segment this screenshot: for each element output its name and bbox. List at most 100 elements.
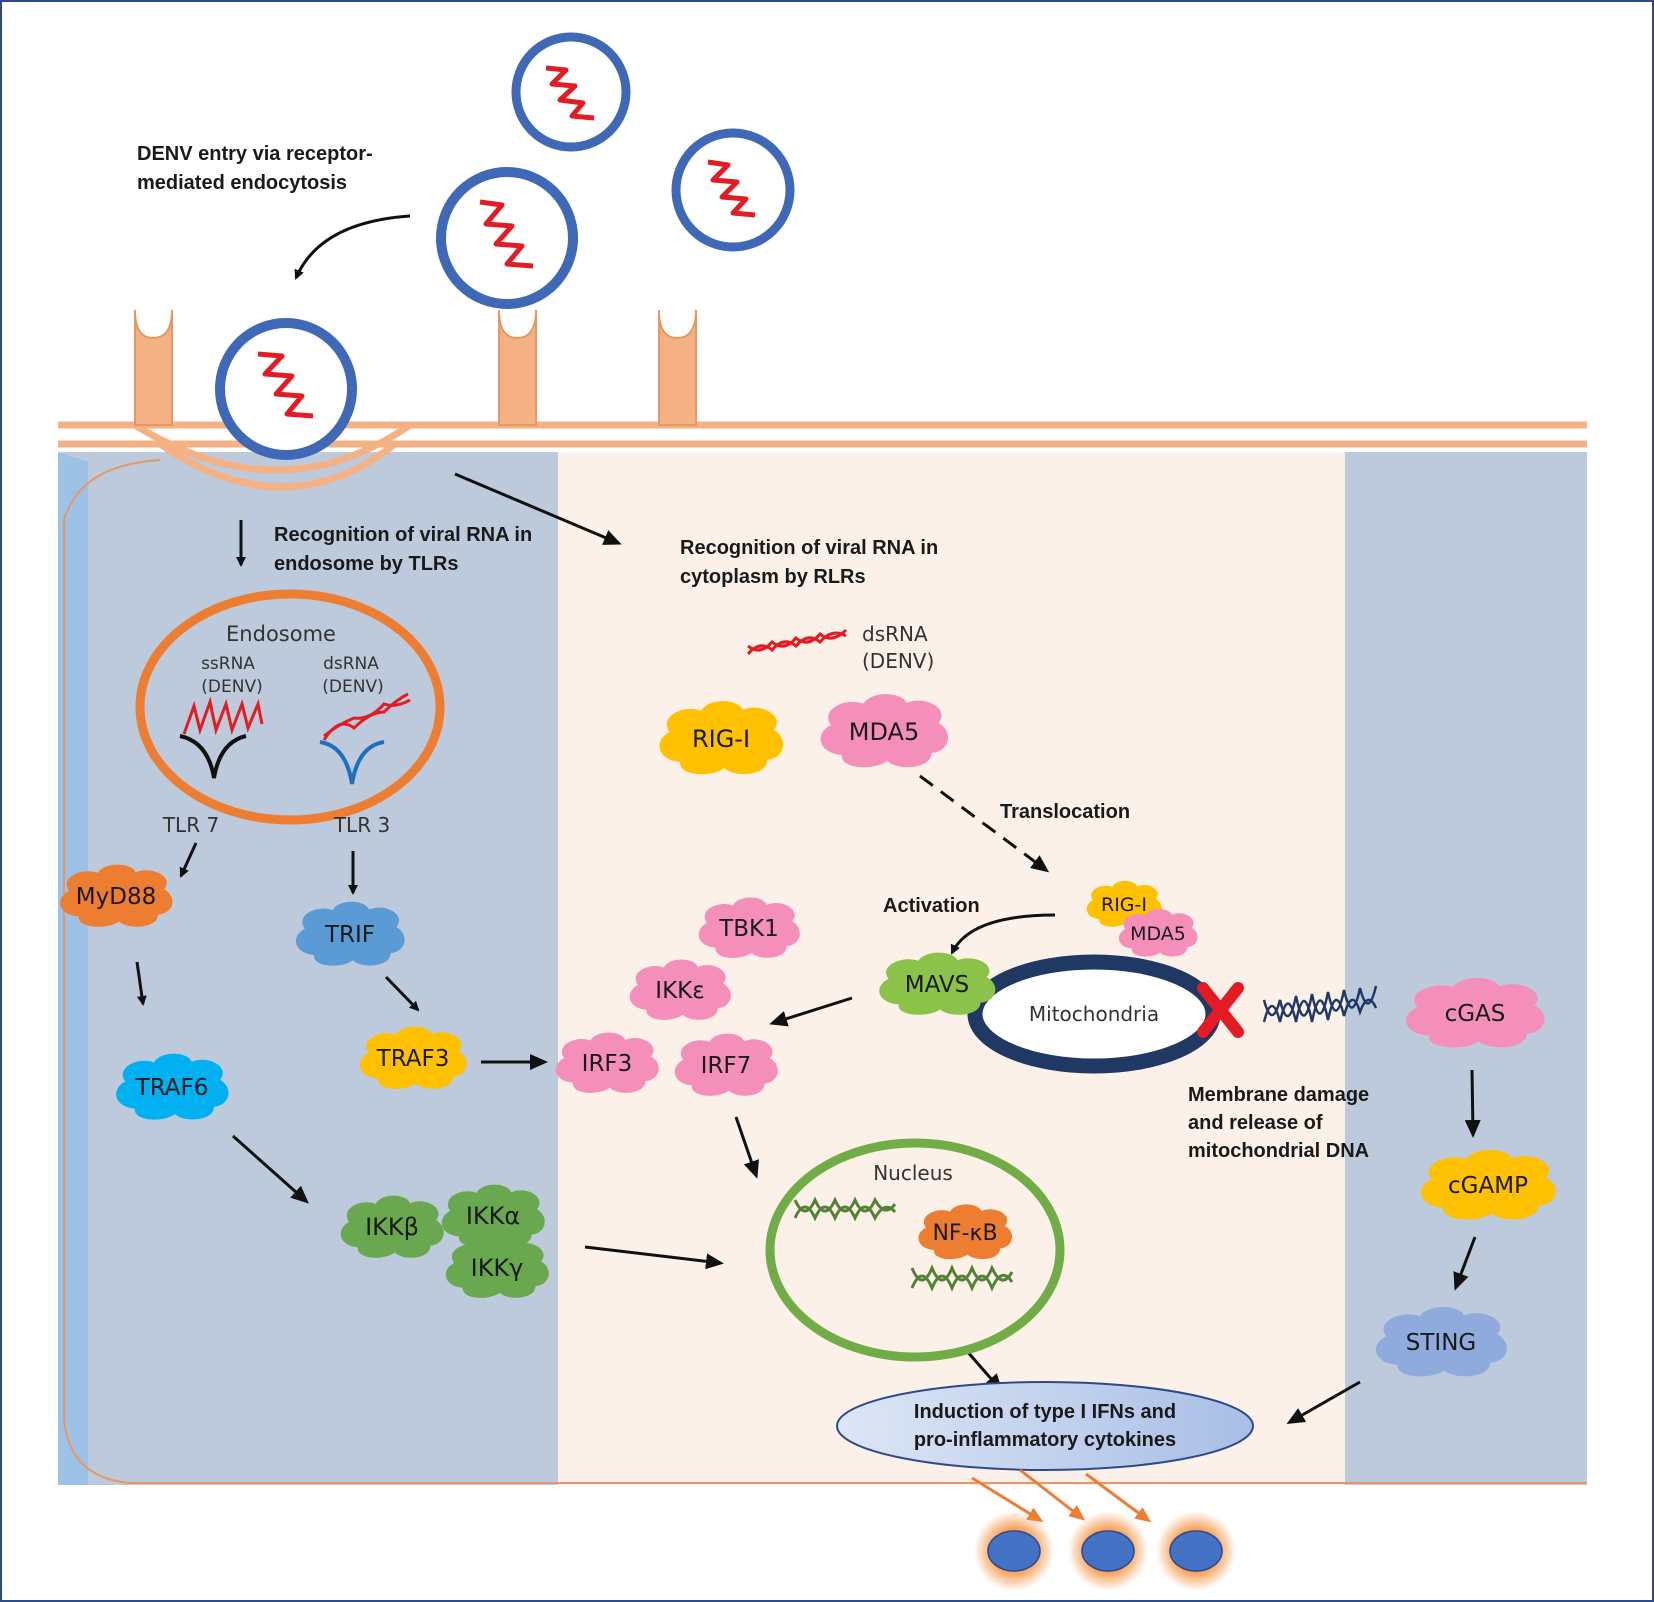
molecule-ikkb: IKKβ — [340, 1195, 444, 1258]
molecule-irf7: IRF7 — [674, 1033, 778, 1096]
svg-text:TBK1: TBK1 — [718, 916, 779, 942]
endosome-dsrna-sublabel: (DENV) — [322, 677, 383, 697]
molecule-ikke: IKKε — [629, 959, 731, 1020]
arrow-ikk-nucleus — [584, 1245, 724, 1270]
virus-particle — [511, 32, 631, 152]
arrow-traf6-ikk — [232, 1134, 309, 1204]
nuclear-dna — [793, 1205, 897, 1222]
damage-label: Membrane damage — [1188, 1084, 1369, 1106]
molecule-mda5-mito: MDA5 — [1118, 909, 1198, 957]
svg-text:TRAF3: TRAF3 — [376, 1046, 450, 1072]
cyto-dsrna-label: dsRNA — [862, 622, 928, 646]
mitochondria-label: Mitochondria — [1029, 1002, 1159, 1026]
molecule-ikka: IKKα — [441, 1184, 545, 1247]
tlr-recognition-label-line2: endosome by TLRs — [274, 553, 458, 575]
molecule-irf3: IRF3 — [555, 1032, 659, 1093]
svg-text:MDA5: MDA5 — [849, 718, 919, 746]
arrow-irf-nucleus — [734, 1116, 759, 1179]
nuclear-dna — [910, 1273, 1014, 1292]
arrow-cgas-cgamp — [1464, 1069, 1481, 1138]
surface-receptors — [134, 309, 697, 426]
svg-text:NF-κB: NF-κB — [932, 1221, 997, 1246]
mitochondria: Mitochondria — [967, 954, 1221, 1074]
molecule-nf-kb: NF-κB — [918, 1204, 1013, 1260]
virus-particle — [436, 167, 578, 309]
molecule-ikkg: IKKγ — [445, 1237, 549, 1298]
arrow-mavs-irf — [769, 996, 853, 1027]
endosome: Endosome ssRNA (DENV) dsRNA (DENV) TLR 7… — [135, 589, 445, 837]
molecule-mda5: MDA5 — [820, 694, 948, 768]
tlr-recognition-label: Recognition of viral RNA in — [274, 524, 532, 546]
translocation-label: Translocation — [1000, 801, 1130, 823]
cytokine-induction: Induction of type I IFNs and pro-inflamm… — [836, 1381, 1254, 1471]
svg-text:IRF3: IRF3 — [582, 1051, 633, 1077]
svg-text:cGAMP: cGAMP — [1448, 1173, 1528, 1199]
cyto-dsrna-sublabel: (DENV) — [862, 649, 934, 673]
endosome-dsrna-label: dsRNA — [323, 654, 379, 674]
arrow-sting-output — [1286, 1380, 1361, 1424]
virus-particle — [215, 318, 357, 460]
cytokine-release-arrows — [971, 1468, 1152, 1523]
molecule-rig-i-mito: RIG-I — [1086, 880, 1162, 927]
tlr3-label: TLR 3 — [333, 813, 390, 837]
molecule-tbk1: TBK1 — [698, 897, 800, 958]
svg-text:TRAF6: TRAF6 — [135, 1075, 209, 1101]
molecule-cgamp: cGAMP — [1420, 1149, 1556, 1220]
cytoplasmic-dsrna: dsRNA (DENV) — [746, 622, 934, 673]
svg-text:TRIF: TRIF — [324, 922, 375, 948]
damage-label-line3: mitochondrial DNA — [1188, 1140, 1369, 1162]
molecule-rig-i: RIG-I — [659, 701, 784, 775]
ssrna-label: ssRNA — [201, 654, 255, 674]
svg-text:RIG-I: RIG-I — [1101, 894, 1147, 916]
pathway-arrows — [135, 214, 1481, 1424]
output-label: Induction of type I IFNs and — [914, 1401, 1176, 1423]
damage-label-line2: and release of — [1188, 1112, 1323, 1134]
tlr3-receptor — [319, 740, 385, 785]
svg-text:MAVS: MAVS — [905, 972, 969, 998]
ssrna-sublabel: (DENV) — [201, 677, 262, 697]
cytokine — [1156, 1511, 1236, 1591]
mitochondrial-dna — [1262, 985, 1378, 1023]
molecule-myd88: MyD88 — [60, 864, 173, 927]
entry-label-line2: mediated endocytosis — [137, 172, 347, 194]
svg-text:RIG-I: RIG-I — [692, 725, 750, 753]
cytokine — [974, 1511, 1054, 1591]
nucleus-label: Nucleus — [873, 1161, 953, 1185]
svg-text:IKKε: IKKε — [655, 978, 704, 1004]
svg-text:cGAS: cGAS — [1445, 1001, 1506, 1027]
activation-label: Activation — [883, 895, 980, 917]
tlr7-label: TLR 7 — [162, 813, 219, 837]
svg-text:IKKγ: IKKγ — [471, 1254, 524, 1282]
output-label-line2: pro-inflammatory cytokines — [914, 1429, 1176, 1451]
membrane-damage-x-icon — [1197, 982, 1244, 1038]
svg-text:MDA5: MDA5 — [1130, 923, 1186, 945]
arrow-tlr7-myd88 — [179, 842, 198, 878]
arrow-translocation — [919, 774, 1050, 873]
molecule-sting: STING — [1375, 1306, 1507, 1377]
endosome-label: Endosome — [226, 622, 336, 646]
section-labels: DENV entry via receptor- mediated endocy… — [137, 143, 1369, 1162]
molecule-cgas: cGAS — [1406, 977, 1545, 1048]
molecule-traf6: TRAF6 — [116, 1053, 229, 1120]
molecule-trif: TRIF — [295, 901, 405, 966]
nucleus: Nucleus — [765, 1138, 1065, 1362]
molecule-mavs: MAVS — [879, 952, 996, 1015]
cytokine — [1068, 1511, 1148, 1591]
arrow-activation — [950, 913, 1056, 955]
arrow-trif-traf3 — [384, 975, 420, 1012]
arrow-entry — [294, 214, 411, 280]
arrow-to-cytoplasm — [454, 472, 622, 545]
ssrna-strand — [182, 696, 264, 736]
arrow-cgamp-sting — [1453, 1236, 1477, 1291]
svg-text:MyD88: MyD88 — [76, 884, 156, 910]
tlr7-receptor — [179, 734, 247, 779]
virus-particle — [671, 128, 795, 252]
svg-text:IRF7: IRF7 — [701, 1053, 752, 1079]
svg-text:STING: STING — [1406, 1330, 1476, 1356]
svg-text:IKKα: IKKα — [466, 1202, 520, 1230]
svg-text:IKKβ: IKKβ — [365, 1213, 419, 1241]
molecule-traf3: TRAF3 — [359, 1026, 467, 1089]
rlr-recognition-label-line2: cytoplasm by RLRs — [680, 566, 866, 588]
